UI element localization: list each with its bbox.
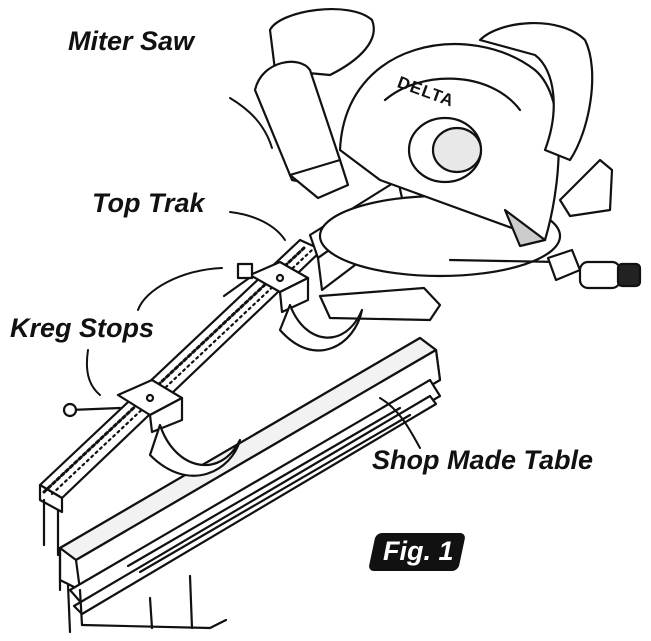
- saw-handle: [253, 8, 594, 200]
- shop-made-table: [58, 336, 442, 634]
- kreg-stop-near: [62, 378, 242, 477]
- leader-top-trak: [229, 211, 286, 241]
- label-kreg-stops: Kreg Stops: [10, 313, 155, 343]
- leader-miter-saw: [229, 97, 273, 149]
- leader-kreg-stop-near: [85, 349, 101, 396]
- figure-badge: Fig. 1: [383, 536, 454, 566]
- leader-lines: [85, 97, 421, 449]
- leader-shop-made-table: [379, 397, 421, 449]
- label-miter-saw: Miter Saw: [68, 26, 195, 56]
- kreg-stop-far: [222, 260, 364, 352]
- label-shop-made-table: Shop Made Table: [372, 445, 594, 475]
- label-top-trak: Top Trak: [92, 188, 205, 218]
- arbor-knob: [407, 116, 483, 184]
- leader-kreg-stop-far: [137, 267, 223, 311]
